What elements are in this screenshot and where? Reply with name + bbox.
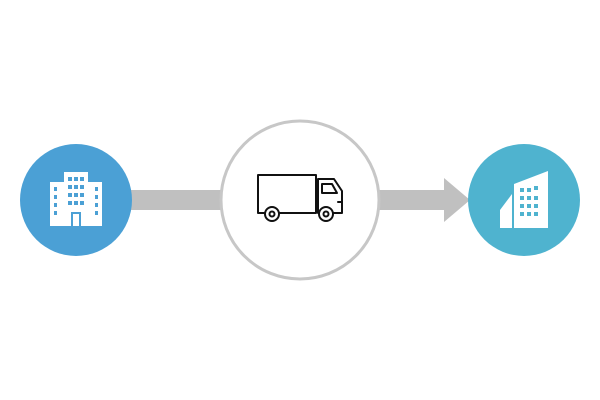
arrow-shaft [376, 190, 446, 210]
office-building-icon [50, 172, 102, 226]
destination-building-node [468, 144, 580, 256]
transport-truck-node [219, 119, 381, 281]
modern-building-icon [500, 171, 548, 228]
delivery-truck-icon [257, 174, 343, 222]
truck-circle [219, 119, 381, 281]
arrow-head [444, 178, 470, 222]
connector-bar [128, 190, 224, 210]
connector-arrow [376, 178, 470, 222]
origin-building-node [20, 144, 132, 256]
